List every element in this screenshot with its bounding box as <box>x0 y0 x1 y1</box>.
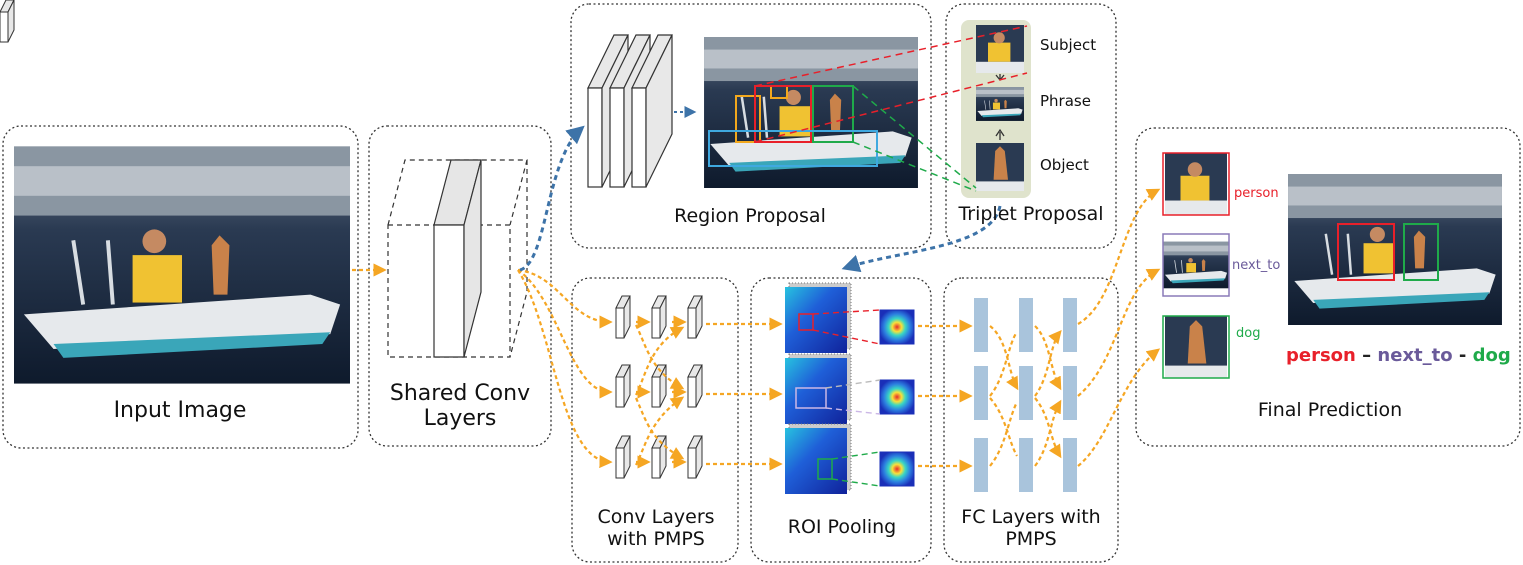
triplet-proposal-panel <box>945 3 1117 249</box>
triplet-subject-crop <box>976 25 1024 73</box>
tag-person: person <box>1234 186 1279 201</box>
roi-pooling-panel <box>750 277 932 563</box>
pred-dog-crop <box>1162 315 1230 379</box>
pred-next-to-crop <box>1162 233 1230 297</box>
fc-pmps-panel <box>943 277 1119 563</box>
pmps-conv-blocks <box>0 0 703 479</box>
input-image-panel <box>2 125 359 449</box>
roi-links <box>812 309 881 487</box>
rpn-conv-stack <box>587 34 673 188</box>
triplet-proposal-label: Triplet Proposal <box>958 203 1104 225</box>
triplet-subject-label: Subject <box>1040 36 1097 54</box>
input-image-label: Input Image <box>113 398 247 423</box>
fc-pmps-label: FC Layers with PMPS <box>961 506 1101 550</box>
triplet-object-label: Object <box>1040 156 1089 174</box>
blue-arrows <box>519 125 1002 273</box>
shared-conv-label: Shared Conv Layers <box>389 381 531 432</box>
phrase-object: dog <box>1472 345 1511 366</box>
orange-arrows <box>352 188 1161 473</box>
fc-bars <box>974 298 1077 492</box>
roi-feature-maps <box>785 282 852 494</box>
region-proposal-photo <box>702 37 920 188</box>
roi-pooling-label: ROI Pooling <box>787 516 897 538</box>
final-prediction-photo <box>1286 174 1504 325</box>
region-proposal-label: Region Proposal <box>674 205 826 227</box>
triplet-object-crop <box>976 143 1024 191</box>
shared-conv-block <box>387 159 528 358</box>
tag-dog: dog <box>1236 326 1261 341</box>
pred-person-crop <box>1162 152 1230 216</box>
phrase-subject: person <box>1286 345 1356 366</box>
input-photo <box>14 146 350 383</box>
phrase-sep-1: – <box>1355 345 1378 366</box>
triplet-phrase-crop <box>976 86 1024 122</box>
conv-pmps-panel <box>571 277 739 563</box>
proposal-links <box>754 25 1028 192</box>
tag-next-to: next_to <box>1232 258 1281 273</box>
phrase-sep-2: - <box>1452 345 1473 366</box>
final-prediction-label: Final Prediction <box>1257 399 1403 421</box>
triplet-phrase-label: Phrase <box>1040 92 1091 110</box>
conv-pmps-label: Conv Layers with PMPS <box>597 506 715 550</box>
final-prediction-panel <box>1135 127 1521 447</box>
phrase-predicate: next_to <box>1377 345 1453 366</box>
prediction-phrase: person – next_to - dog <box>1286 345 1512 366</box>
roi-pooled-maps <box>879 309 915 487</box>
